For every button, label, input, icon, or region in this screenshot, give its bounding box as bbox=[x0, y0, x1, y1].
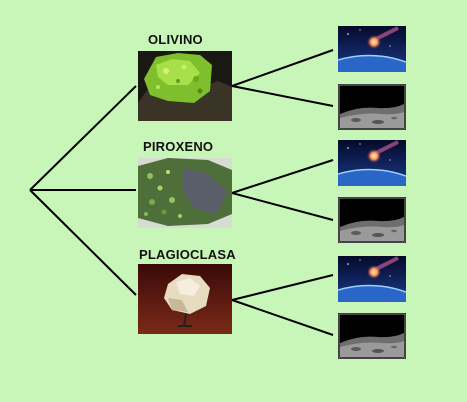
plagioclasa-image bbox=[138, 264, 232, 334]
plagioclasa-lunar-image bbox=[338, 313, 406, 359]
label-piroxeno: PIROXENO bbox=[143, 139, 214, 154]
sub-line-olivino-meteorite bbox=[231, 49, 334, 87]
sub-line-olivino-moon bbox=[231, 85, 334, 107]
label-plagioclasa: PLAGIOCLASA bbox=[139, 247, 236, 262]
olivino-lunar-image bbox=[338, 84, 406, 130]
sub-line-piroxeno-meteorite bbox=[231, 159, 334, 194]
branch-line-plagioclasa bbox=[29, 189, 137, 296]
sub-line-plagioclasa-meteorite bbox=[231, 274, 334, 301]
olivino-meteorite-image bbox=[338, 26, 406, 72]
branch-line-olivino bbox=[29, 85, 137, 191]
sub-line-plagioclasa-moon bbox=[231, 299, 334, 336]
piroxeno-image bbox=[138, 158, 232, 228]
sub-line-piroxeno-moon bbox=[231, 192, 334, 221]
label-olivino: OLIVINO bbox=[148, 32, 203, 47]
plagioclasa-meteorite-image bbox=[338, 256, 406, 302]
piroxeno-lunar-image bbox=[338, 197, 406, 243]
olivino-image bbox=[138, 51, 232, 121]
piroxeno-meteorite-image bbox=[338, 140, 406, 186]
